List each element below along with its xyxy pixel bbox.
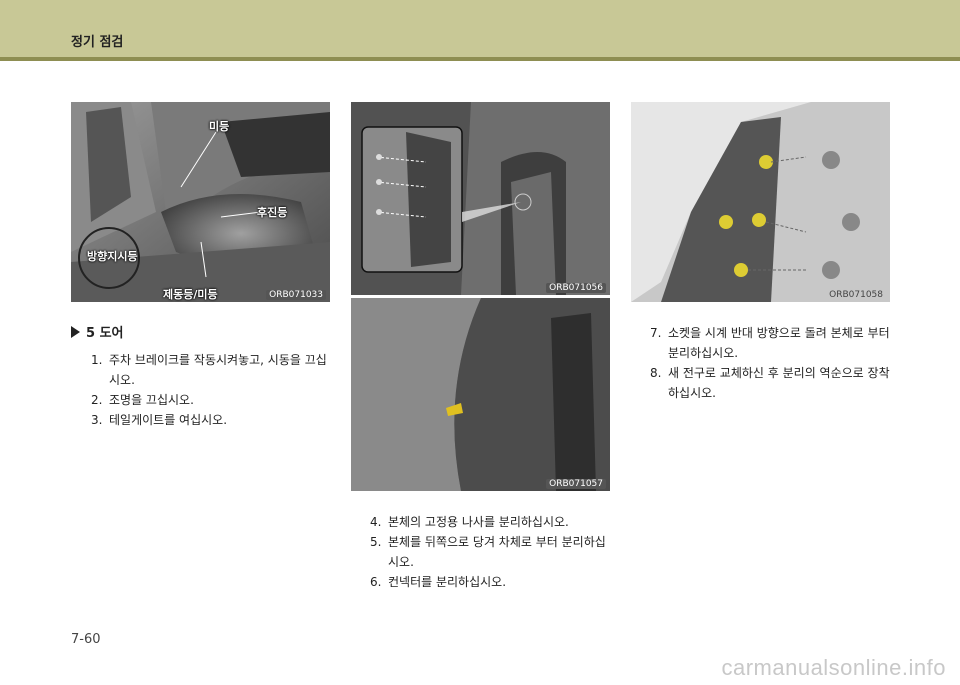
- step-item: 3. 테일게이트를 여십시오.: [91, 410, 331, 430]
- step-item: 1. 주차 브레이크를 작동시켜놓고, 시동을 끄십시오.: [91, 350, 331, 390]
- page-title: 정기 점검: [71, 35, 124, 50]
- figure-rear-lamp-overview: 미등 후진등 방향지시등 제동등/미등 ORB071033: [71, 102, 330, 302]
- step-item: 5. 본체를 뒤쪽으로 당겨 차체로 부터 분리하십시오.: [370, 532, 610, 572]
- step-number: 7.: [650, 326, 662, 340]
- label-stop-tail-lamp: 제동등/미등: [163, 288, 218, 301]
- figure-pull-lamp: ORB071057: [351, 298, 610, 491]
- watermark: carmanualsonline.info: [721, 655, 946, 680]
- step-text: 조명을 끄십시오.: [109, 393, 194, 407]
- step-number: 1.: [91, 353, 103, 367]
- triangle-bullet-icon: [71, 326, 80, 338]
- step-text: 새 전구로 교체하신 후 분리의 역순으로 장착하십시오.: [668, 366, 890, 400]
- page-header: [0, 0, 960, 57]
- figure-code: ORB071057: [546, 479, 606, 489]
- page-number: 7-60: [71, 632, 101, 647]
- step-text: 테일게이트를 여십시오.: [109, 413, 228, 427]
- step-text: 소켓을 시계 반대 방향으로 돌려 본체로 부터 분리하십시오.: [668, 326, 890, 360]
- rear-lamp-illustration: [71, 102, 330, 302]
- step-number: 2.: [91, 393, 103, 407]
- figure-bulb-sockets: ORB071058: [631, 102, 890, 302]
- step-item: 4. 본체의 고정용 나사를 분리하십시오.: [370, 512, 610, 532]
- figure-code: ORB071033: [266, 290, 326, 300]
- step-item: 7. 소켓을 시계 반대 방향으로 돌려 본체로 부터 분리하십시오.: [650, 323, 890, 363]
- step-number: 8.: [650, 366, 662, 380]
- bulb-sockets-illustration: [631, 102, 890, 302]
- label-turn-signal: 방향지시등: [87, 250, 138, 263]
- step-number: 3.: [91, 413, 103, 427]
- pull-lamp-illustration: [351, 298, 610, 491]
- figure-code: ORB071056: [546, 283, 606, 293]
- step-number: 6.: [370, 575, 382, 589]
- step-text: 본체의 고정용 나사를 분리하십시오.: [388, 515, 569, 529]
- screw-removal-illustration: [351, 102, 610, 295]
- section-title-text: 5 도어: [86, 326, 124, 341]
- step-item: 2. 조명을 끄십시오.: [91, 390, 331, 410]
- steps-right: 7. 소켓을 시계 반대 방향으로 돌려 본체로 부터 분리하십시오. 8. 새 전…: [650, 323, 890, 403]
- header-divider: [0, 57, 960, 61]
- label-tail-lamp: 미등: [209, 120, 230, 133]
- section-title: 5 도어: [71, 322, 124, 341]
- step-number: 4.: [370, 515, 382, 529]
- label-backup-lamp: 후진등: [257, 206, 288, 219]
- step-text: 주차 브레이크를 작동시켜놓고, 시동을 끄십시오.: [109, 353, 327, 387]
- step-number: 5.: [370, 535, 382, 549]
- step-text: 컨넥터를 분리하십시오.: [388, 575, 507, 589]
- figure-screw-removal: ORB071056: [351, 102, 610, 295]
- steps-left: 1. 주차 브레이크를 작동시켜놓고, 시동을 끄십시오. 2. 조명을 끄십시오.…: [91, 350, 331, 430]
- step-item: 6. 컨넥터를 분리하십시오.: [370, 572, 610, 592]
- figure-code: ORB071058: [829, 290, 883, 300]
- step-text: 본체를 뒤쪽으로 당겨 차체로 부터 분리하십시오.: [388, 535, 606, 569]
- steps-middle: 4. 본체의 고정용 나사를 분리하십시오. 5. 본체를 뒤쪽으로 당겨 차체로 …: [370, 512, 610, 592]
- step-item: 8. 새 전구로 교체하신 후 분리의 역순으로 장착하십시오.: [650, 363, 890, 403]
